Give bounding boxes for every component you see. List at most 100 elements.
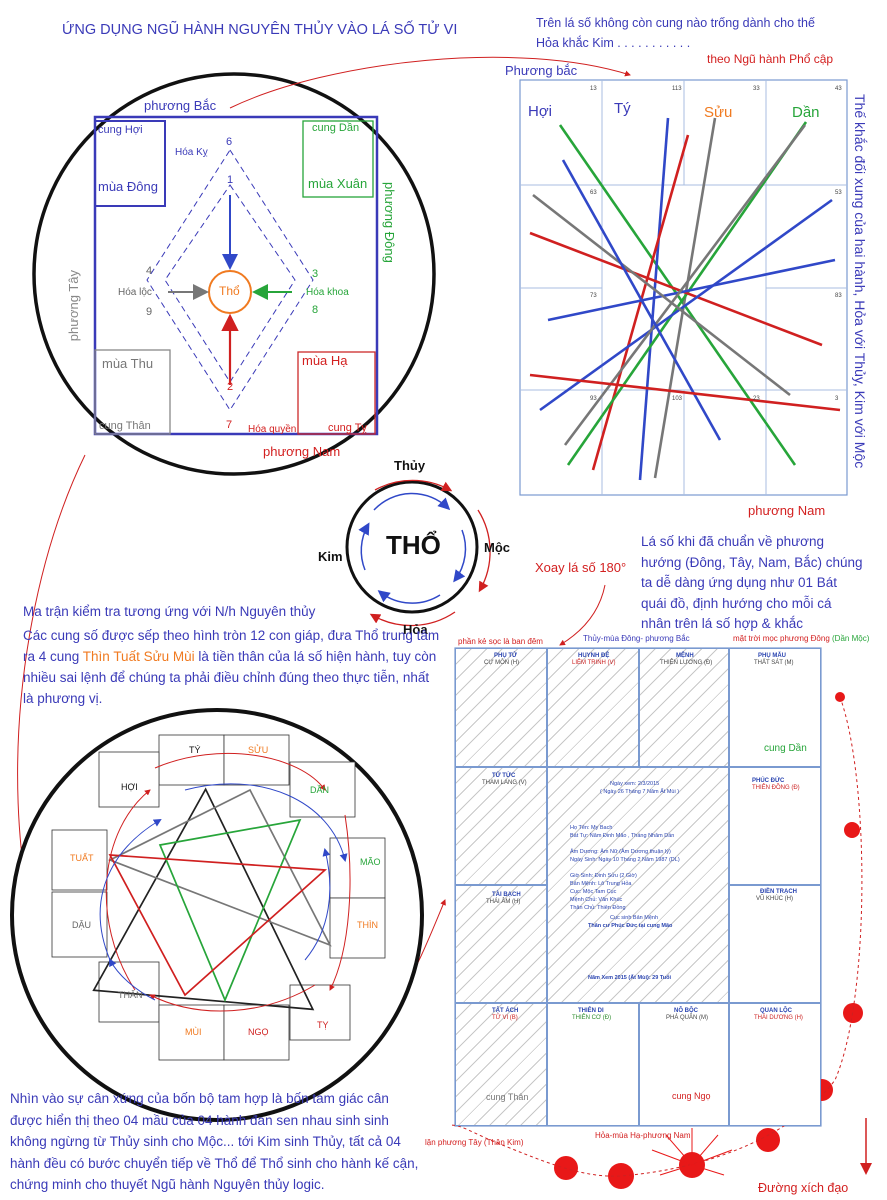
cell-title: TÀI BẠCH [492, 892, 521, 898]
chart-cell-thien-di: THIÊN DI THIÊN CƠ (Đ) [547, 1003, 639, 1126]
chart-cell-phu-mau: PHỤ MẪU THẤT SÁT (M) cung Dần [729, 648, 821, 767]
dan-box [302, 120, 374, 198]
cell-sub: THIÊN CƠ (Đ) [572, 1015, 612, 1021]
top-chart-phuong-nam: phương Nam [748, 503, 826, 518]
center-line: Họ Tên: My Bach [570, 825, 613, 831]
num-1: 1 [227, 174, 234, 186]
cycle-center-tho: THỔ [386, 530, 441, 560]
chart-cell-tai-bach: TÀI BẠCH THÁI ÂM (H) [455, 885, 547, 1003]
cell-sub: PHÁ QUÂN (M) [666, 1015, 708, 1021]
cell-title: THIÊN DI [578, 1008, 604, 1014]
top-chart-cell-num: 3 [835, 396, 839, 402]
zodiac-mui: MÙI [185, 1027, 202, 1037]
zodiac-ngo: NGỌ [248, 1027, 269, 1037]
cycle-hoa: Hỏa [403, 622, 428, 637]
chart-cell-no-boc: NÔ BỘC PHÁ QUÂN (M) cung Ngọ [639, 1003, 729, 1126]
cell-sub: THAM LANG (V) [482, 780, 527, 786]
center-line: Cục: Mộc Tam Cục [570, 889, 617, 895]
matrix-para-b: là tiền thân của lá số hiện hành, tuy cò… [23, 649, 437, 706]
chart-cell-huynh-de: HUYNH ĐỆ LIÊM TRINH (V) [547, 648, 639, 767]
cung-ngo-chart-label: cung Ngọ [672, 1091, 711, 1101]
zodiac-ti: TỴ [317, 1020, 329, 1030]
zodiac-dau: DẬU [72, 920, 92, 930]
circle-phuong-dong: phương Đông [382, 182, 397, 263]
matrix-para-highlight: Thìn Tuất Sửu Mùi [82, 649, 195, 664]
cell-title: ĐIỀN TRẠCH [760, 889, 797, 895]
hoa-loc-label: Hóa lộc [118, 287, 152, 298]
top-chart-cell-num: 93 [590, 396, 597, 402]
matrix-paragraph: Các cung số được sếp theo hình tròn 12 c… [23, 625, 443, 709]
cell-sub: THẤT SÁT (M) [754, 660, 794, 666]
rotate-paragraph: Lá số khi đã chuẩn về phương hướng (Đông… [641, 534, 863, 631]
cell-title: TỬ TỨC [492, 773, 516, 779]
center-line: Mệnh Chủ: Văn Khúc [570, 897, 623, 903]
num-9: 9 [146, 306, 153, 318]
cell-title: QUAN LỘC [760, 1008, 792, 1014]
hoi-box [94, 120, 166, 207]
zodiac-tuat: TUẤT [70, 853, 94, 863]
center-line: Cục sinh Bản Mệnh [610, 915, 658, 921]
five-element-cycle [345, 479, 491, 627]
circle-phuong-nam: phương Nam [263, 444, 341, 459]
lan-phuong-tay-label: lặn phương Tây (Thân Kim) [425, 1138, 524, 1147]
cung-dan-label: cung Dần [312, 122, 360, 134]
thuy-mua-dong-label: Thủy-mùa Đông- phương Bắc [583, 634, 690, 643]
top-chart-cell-num: 33 [753, 86, 760, 92]
ty-box [297, 351, 376, 435]
cycle-thuy: Thủy [394, 458, 426, 473]
zodiac-dan: DẦN [310, 785, 330, 795]
cell-sub: LIÊM TRINH (V) [572, 660, 616, 666]
top-chart-cell-num: 113 [672, 86, 682, 92]
mat-troi-label: mặt trời mọc phương Đông (Dần Mộc) [733, 634, 869, 643]
center-line: Ngày xem: 2/3/2015 [610, 781, 660, 787]
top-chart-cell-num: 63 [590, 190, 597, 196]
top-chart-label-hoi: Hợi [528, 103, 553, 120]
cung-than-label: cung Thân [99, 420, 151, 432]
pho-cap-label: theo Ngũ hành Phổ cập [707, 52, 834, 66]
cycle-moc: Mộc [484, 540, 510, 555]
center-line: ( Ngày 26 Tháng 7 Năm Ất Mùi ) [600, 789, 680, 795]
zodiac-hoi: HỢI [121, 782, 138, 792]
zodiac-thin: THÌN [357, 920, 378, 930]
side-vertical-note: Thế khắc đối xung của hai hành, Hỏa với … [852, 94, 868, 469]
zodiac-mao: MÃO [360, 857, 381, 867]
cell-title: PHỤ MẪU [758, 653, 786, 659]
top-chart-cell-num: 83 [835, 293, 842, 299]
cell-sub: THÁI DƯƠNG (H) [754, 1015, 803, 1021]
center-line: Bản Mệnh: Lô Trung Hỏa [570, 881, 632, 887]
chart-cell-menh: MỆNH THIÊN LƯƠNG (Đ) [639, 648, 729, 767]
zodiac-wheel [10, 708, 424, 1122]
cell-title: MỆNH [676, 653, 694, 659]
cell-sub: TỬ VI (B) [492, 1015, 518, 1021]
cell-title: PHÚC ĐỨC [752, 778, 785, 784]
top-chart-label-suu: Sửu [704, 104, 733, 121]
cell-title: NÔ BỘC [674, 1008, 698, 1014]
chart-center-info: Ngày xem: 2/3/2015 ( Ngày 26 Tháng 7 Năm… [547, 767, 729, 1003]
matrix-para-a: Các cung số được sếp theo hình tròn 12 c… [23, 628, 440, 664]
cell-sub: VŨ KHÚC (H) [756, 896, 793, 902]
chart-cell-phu-tu: PHỤ TỬ CỰ MÔN (H) [455, 648, 547, 767]
top-right-note-line1: Trên lá số không còn cung nào trống dành… [536, 16, 815, 30]
num-7: 7 [226, 419, 233, 431]
num-2: 2 [227, 381, 234, 393]
center-line: Giờ Sinh: Đinh Sửu (2 Giờ) [570, 873, 637, 879]
cycle-kim: Kim [318, 549, 343, 564]
chart-cell-tat-ach: TẬT ÁCH TỬ VI (B) cung Thân [455, 1003, 547, 1126]
mat-troi-text: mặt trời mọc phương Đông [733, 634, 830, 643]
mua-dong-label: mùa Đông [98, 179, 158, 194]
top-right-note-line2: Hỏa khắc Kim . . . . . . . . . . . [536, 36, 691, 50]
cell-title: TẬT ÁCH [492, 1008, 519, 1014]
cell-sub: THIÊN LƯƠNG (Đ) [660, 660, 713, 666]
chart-cell-dien-trach: ĐIỀN TRẠCH VŨ KHÚC (H) [729, 885, 821, 1003]
top-chart-cell-num: 103 [672, 396, 683, 402]
cell-sub: THIÊN ĐỒNG (Đ) [752, 785, 800, 791]
mua-ha-label: mùa Hạ [302, 353, 348, 368]
hoa-khoa-label: Hóa khoa [306, 287, 349, 298]
chart-cell-quan-loc: QUAN LỘC THÁI DƯƠNG (H) [729, 1003, 821, 1126]
num-6: 6 [226, 136, 233, 148]
zodiac-suu: SỬU [248, 745, 269, 755]
circle-phuong-bac: phương Bắc [144, 98, 217, 113]
circle-phuong-tay: phương Tây [66, 270, 81, 342]
dan-moc-text: (Dần Mộc) [832, 634, 870, 643]
phuong-bac-label: Phương bắc [505, 63, 578, 78]
